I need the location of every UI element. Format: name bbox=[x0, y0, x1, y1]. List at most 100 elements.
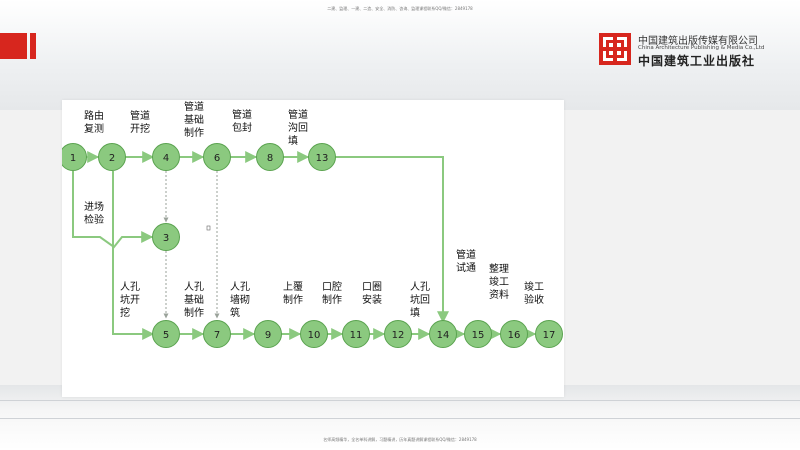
node-5: 5 bbox=[152, 320, 180, 348]
task-line: 口腔 bbox=[322, 280, 342, 293]
red-tab-decoration bbox=[30, 33, 36, 59]
task-line: 进场 bbox=[84, 200, 104, 213]
node-2: 2 bbox=[98, 143, 126, 171]
node-13-label: 13 bbox=[316, 153, 329, 164]
floor-line bbox=[0, 400, 800, 401]
task-line: 整理 bbox=[489, 262, 509, 275]
task-pipe-test: 管道 试通 bbox=[456, 248, 476, 274]
task-line: 人孔 bbox=[230, 281, 250, 293]
task-line: 管道 bbox=[184, 100, 204, 113]
node-12: 12 bbox=[384, 320, 412, 348]
node-1: 1 bbox=[62, 143, 87, 171]
node-9-label: 9 bbox=[265, 330, 271, 341]
task-ring: 口圈 安装 bbox=[362, 281, 382, 306]
node-16: 16 bbox=[500, 320, 528, 348]
task-line: 管道 bbox=[130, 109, 150, 122]
node-10: 10 bbox=[300, 320, 328, 348]
task-pipe-base: 管道 基础 制作 bbox=[184, 100, 204, 139]
background-top bbox=[0, 0, 800, 110]
node-14-label: 14 bbox=[437, 330, 450, 341]
task-mh-backfill: 人孔 坑回 填 bbox=[410, 281, 430, 319]
node-15-label: 15 bbox=[472, 330, 485, 341]
task-line: 复测 bbox=[84, 122, 104, 135]
task-mh-base: 人孔 基础 制作 bbox=[184, 281, 204, 319]
task-line: 筑 bbox=[230, 306, 240, 319]
task-line: 人孔 bbox=[120, 281, 140, 293]
task-line: 安装 bbox=[362, 293, 382, 306]
publisher-name-cn: 中国建筑出版传媒有限公司 bbox=[638, 36, 758, 47]
task-pipe-backfill: 管道 沟回 填 bbox=[288, 108, 308, 147]
arrow-2-5 bbox=[112, 171, 155, 340]
publisher-logo: 中国建筑出版传媒有限公司 China Architecture Publishi… bbox=[598, 30, 788, 70]
footer-note: 名师高频精华，全名单科讲解，习题精讲，历年真题讲解课程联系QQ/微信：28491… bbox=[323, 437, 477, 442]
node-7: 7 bbox=[203, 320, 231, 348]
task-mh-wall: 人孔 墙砌 筑 bbox=[230, 281, 250, 319]
node-4: 4 bbox=[152, 143, 180, 171]
task-line: 竣工 bbox=[489, 275, 509, 288]
task-line: 试通 bbox=[456, 261, 476, 274]
task-line: 墙砌 bbox=[230, 293, 250, 306]
publisher-name-calligraphy: 中国建筑工业出版社 bbox=[638, 54, 756, 68]
task-line: 制作 bbox=[283, 293, 303, 306]
node-4-label: 4 bbox=[163, 153, 169, 164]
task-line: 填 bbox=[410, 306, 420, 319]
task-docs: 整理 竣工 资料 bbox=[489, 262, 509, 301]
publisher-emblem-icon bbox=[599, 33, 631, 65]
task-line: 管道 bbox=[288, 108, 308, 121]
task-line: 管道 bbox=[232, 108, 252, 121]
network-diagram: 1 2 4 6 8 13 3 5 7 9 10 11 12 14 15 16 1… bbox=[62, 100, 563, 348]
task-line: 沟回 bbox=[288, 121, 308, 134]
task-line: 坑开 bbox=[120, 293, 140, 306]
node-5-label: 5 bbox=[163, 330, 169, 341]
task-line: 竣工 bbox=[524, 280, 544, 293]
node-1-label: 1 bbox=[70, 153, 76, 164]
task-site-check: 进场 检验 bbox=[84, 200, 104, 226]
task-acceptance: 竣工 验收 bbox=[524, 280, 544, 306]
task-line: 路由 bbox=[84, 109, 104, 122]
task-line: 开挖 bbox=[130, 122, 150, 135]
task-pipe-wrap: 管道 包封 bbox=[232, 108, 252, 134]
task-line: 资料 bbox=[489, 288, 509, 301]
node-16-label: 16 bbox=[508, 330, 521, 341]
task-line: 基础 bbox=[184, 293, 204, 306]
dummy-marker bbox=[206, 225, 211, 231]
task-line: 验收 bbox=[524, 293, 544, 306]
node-8-label: 8 bbox=[267, 153, 273, 164]
task-cover: 上覆 制作 bbox=[283, 281, 303, 306]
node-11: 11 bbox=[342, 320, 370, 348]
task-line: 包封 bbox=[232, 121, 252, 134]
node-12-label: 12 bbox=[392, 330, 405, 341]
task-mh-excavate: 人孔 坑开 挖 bbox=[120, 281, 140, 319]
task-line: 坑回 bbox=[410, 293, 430, 306]
task-line: 检验 bbox=[84, 213, 104, 226]
arrow-13-14 bbox=[335, 156, 449, 324]
task-line: 上覆 bbox=[283, 281, 303, 293]
network-diagram-panel: 1 2 4 6 8 13 3 5 7 9 10 11 12 14 15 16 1… bbox=[62, 100, 564, 397]
node-6-label: 6 bbox=[214, 153, 220, 164]
task-line: 人孔 bbox=[410, 281, 430, 293]
node-15: 15 bbox=[464, 320, 492, 348]
task-line: 填 bbox=[288, 134, 298, 147]
node-9: 9 bbox=[254, 320, 282, 348]
task-line: 挖 bbox=[120, 306, 130, 319]
node-14: 14 bbox=[429, 320, 457, 348]
arrow-1-3 bbox=[72, 171, 154, 249]
node-6: 6 bbox=[203, 143, 231, 171]
node-17-label: 17 bbox=[543, 330, 556, 341]
node-17: 17 bbox=[535, 320, 563, 348]
task-line: 口圈 bbox=[362, 281, 382, 293]
task-line: 管道 bbox=[456, 248, 476, 261]
node-11-label: 11 bbox=[350, 330, 363, 341]
task-line: 制作 bbox=[184, 126, 204, 139]
node-3: 3 bbox=[152, 223, 180, 251]
node-7-label: 7 bbox=[214, 330, 220, 341]
node-13: 13 bbox=[308, 143, 336, 171]
node-2-label: 2 bbox=[109, 153, 115, 164]
task-mouth: 口腔 制作 bbox=[322, 280, 342, 306]
task-line: 基础 bbox=[184, 113, 204, 126]
task-pipe-trench: 管道 开挖 bbox=[130, 109, 150, 135]
red-tab-decoration bbox=[0, 33, 27, 59]
header-note: 二建、监理、一建、二造、安全、消防、咨询、监理课程联系QQ/微信：2849178 bbox=[327, 6, 473, 11]
floor-line bbox=[0, 418, 800, 419]
task-line: 制作 bbox=[184, 306, 204, 319]
